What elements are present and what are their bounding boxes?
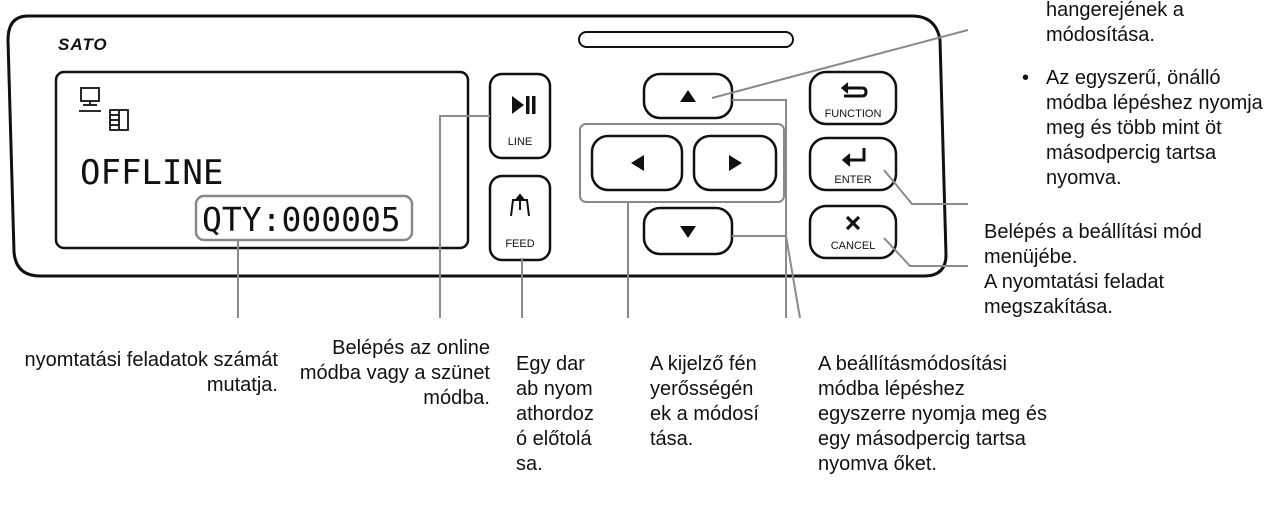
- cancel-x-icon: [845, 215, 861, 231]
- panel-slot: [578, 31, 794, 48]
- direction-pad-frame: [579, 123, 785, 203]
- sato-logo: SATO: [58, 35, 108, 54]
- feed-button[interactable]: [488, 174, 552, 262]
- caption-settings-menu: Belépés a beállítási mód menüjébe.: [984, 221, 1202, 268]
- cancel-button-label: CANCEL: [831, 240, 876, 252]
- caption-line: Belépés az online módba vagy a szünet mó…: [299, 337, 490, 409]
- caption-settings-change: A beállításmódosítási módba lépéshez egy…: [818, 353, 1047, 475]
- caption-feed: Egy darab nyomathordozó előtolása.: [516, 353, 594, 475]
- caption-brightness: A kijelző fényerősségének a módosítása.: [650, 353, 759, 450]
- network-icon: [109, 109, 129, 131]
- lcd-status-text: OFFLINE: [80, 153, 223, 193]
- lcd-qty-text: QTY:000005: [202, 200, 401, 239]
- right-arrow-icon: [729, 155, 742, 171]
- caption-simple-mode-text: Az egyszerű, önálló módba lépéshez nyomj…: [1016, 66, 1272, 191]
- enter-button-label: ENTER: [834, 174, 871, 186]
- function-button[interactable]: [808, 70, 898, 126]
- left-arrow-icon: [631, 155, 644, 171]
- leader-lines: [237, 29, 969, 319]
- cancel-button[interactable]: [808, 204, 898, 260]
- caption-qty: nyomtatási feladatok számát mutatja.: [24, 349, 278, 396]
- caption-simple-mode: Az egyszerű, önálló módba lépéshez nyomj…: [1016, 66, 1272, 191]
- lcd-qty-frame: [194, 194, 414, 242]
- line-button-label: LINE: [508, 136, 532, 148]
- feed-button-label: FEED: [505, 238, 534, 250]
- enter-button[interactable]: [808, 136, 898, 192]
- up-arrow-icon: [680, 90, 696, 102]
- caption-cancel-job: A nyomtatási feladat megszakítása.: [984, 271, 1165, 318]
- enter-arrow-icon: [841, 148, 866, 167]
- feed-icon: [510, 193, 530, 217]
- function-button-label: FUNCTION: [825, 108, 882, 120]
- return-arrow-icon: [840, 82, 868, 98]
- caption-volume: hangerejének a módosítása.: [1046, 0, 1184, 46]
- computer-icon: [79, 87, 101, 112]
- lcd-screen: [54, 70, 470, 250]
- down-arrow-icon: [680, 226, 696, 238]
- play-pause-icon: [512, 96, 536, 114]
